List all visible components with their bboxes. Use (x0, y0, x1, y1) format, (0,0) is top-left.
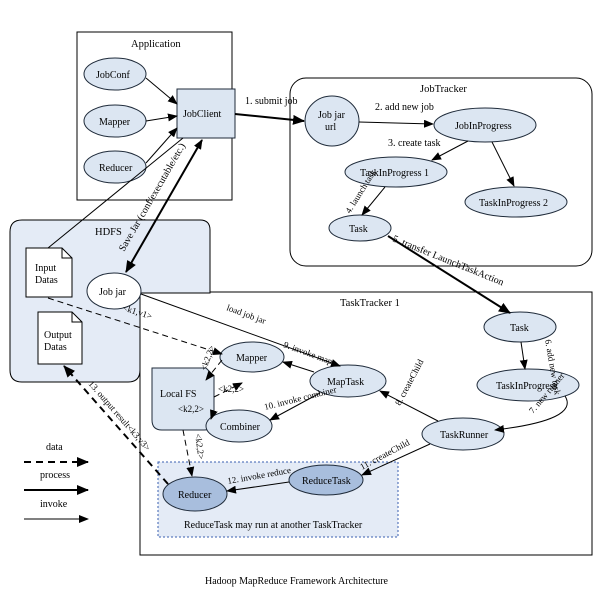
edge-create-task-1 (431, 140, 469, 161)
reducer-app-label: Reducer (99, 163, 133, 174)
combiner-node (205, 409, 273, 443)
edge-input-jobclient (47, 137, 184, 249)
edge-localfs-mapper (213, 382, 243, 398)
edge-localfs-combiner (210, 409, 218, 420)
edge-transfer (387, 235, 511, 314)
task-tt-node (483, 311, 557, 343)
jobtracker-title: JobTracker (420, 84, 467, 95)
task-jt-label: Task (349, 224, 368, 235)
jobclient-label: JobClient (183, 109, 222, 120)
combiner-label: Combiner (220, 422, 261, 433)
jobjarurl-label-2: url (325, 122, 336, 133)
edge-label-k2v2-c: <k2,2> (178, 404, 204, 414)
taskrunner-label: TaskRunner (440, 430, 489, 441)
edge-add-new-job (358, 119, 434, 128)
jobjarurl-node (304, 95, 360, 147)
edge-mapper-jobclient (145, 113, 178, 122)
jobjar-hdfs-label: Job jar (99, 287, 127, 298)
reducetask-label: ReduceTask (302, 476, 351, 487)
edge-new-runner (494, 395, 568, 433)
jobinprogress-node (433, 107, 537, 143)
diagram-caption: Hadoop MapReduce Framework Architecture (205, 576, 389, 587)
jobconf-node (83, 57, 147, 91)
edge-invoke-reduce (226, 481, 290, 494)
jobinprogress-label: JobInProgress (455, 121, 512, 132)
task-tt-label: Task (510, 323, 529, 334)
edge-label-k2v2-d: <k2,2> (193, 433, 207, 460)
taskrunner-node (421, 417, 505, 451)
edge-localfs-reducer (182, 429, 195, 477)
jobjar-hdfs-node (86, 272, 142, 310)
outputdatas-node (37, 311, 83, 365)
legend-process-label: process (40, 470, 70, 481)
edge-invoke-combiner (269, 392, 321, 421)
edge-label-submit-job: 1. submit job (245, 96, 298, 107)
edge-label-create-task: 3. create task (388, 138, 440, 149)
edge-create-child-11 (361, 443, 431, 476)
outputdatas-label-2: Datas (44, 342, 67, 353)
taskinprogress2-label: TaskInProgress 2 (479, 198, 548, 209)
edge-input-mapper (47, 297, 223, 356)
hdfs-title: HDFS (95, 227, 122, 238)
reducer-tt-label: Reducer (178, 490, 212, 501)
edge-add-new-task (519, 341, 528, 370)
legend-data-label: data (46, 442, 63, 453)
edge-output-result (63, 365, 169, 485)
inputdatas-node (25, 247, 73, 298)
reducer-tt-node (162, 476, 228, 512)
edge-launch-task (361, 186, 386, 216)
taskinprogress-tt-label: TaskInProgress (496, 381, 558, 392)
edge-submit-job (234, 113, 305, 125)
task-jt-node (328, 214, 392, 242)
taskinprogress1-node (344, 156, 448, 188)
application-title: Application (131, 39, 181, 50)
taskinprogress2-node (464, 186, 568, 218)
edge-save-jar (125, 139, 203, 273)
edge-jobconf-jobclient (145, 77, 178, 105)
reduce-region-note: ReduceTask may run at another TaskTracke… (184, 520, 363, 531)
edge-load-job-jar (140, 293, 341, 367)
tasktracker-title: TaskTracker 1 (340, 298, 400, 309)
mapper-tt-node (219, 341, 285, 373)
maptask-node (309, 364, 387, 398)
mapper-tt-label: Mapper (236, 353, 268, 364)
inputdatas-label-2: Datas (35, 275, 58, 286)
outputdatas-label-1: Output (44, 330, 72, 341)
reducetask-node (288, 464, 364, 496)
jobconf-label: JobConf (96, 70, 131, 81)
taskinprogress1-label: TaskInProgress 1 (360, 168, 429, 179)
edge-mapper-localfs (205, 359, 223, 381)
edge-create-child-8 (379, 390, 439, 422)
jobjarurl-label-1: Job jar (318, 110, 346, 121)
maptask-label: MapTask (327, 377, 364, 388)
mapper-app-label: Mapper (99, 117, 131, 128)
edge-invoke-map (282, 360, 315, 373)
inputdatas-label-1: Input (35, 263, 56, 274)
localfs-label: Local FS (160, 389, 196, 400)
taskinprogress-tt-node (476, 368, 580, 402)
edge-create-task-2 (491, 141, 515, 187)
edge-label-add-new-job: 2. add new job (375, 102, 434, 113)
edge-label-k2v2-b: <k2,2> (218, 384, 244, 394)
legend-invoke-label: invoke (40, 499, 68, 510)
